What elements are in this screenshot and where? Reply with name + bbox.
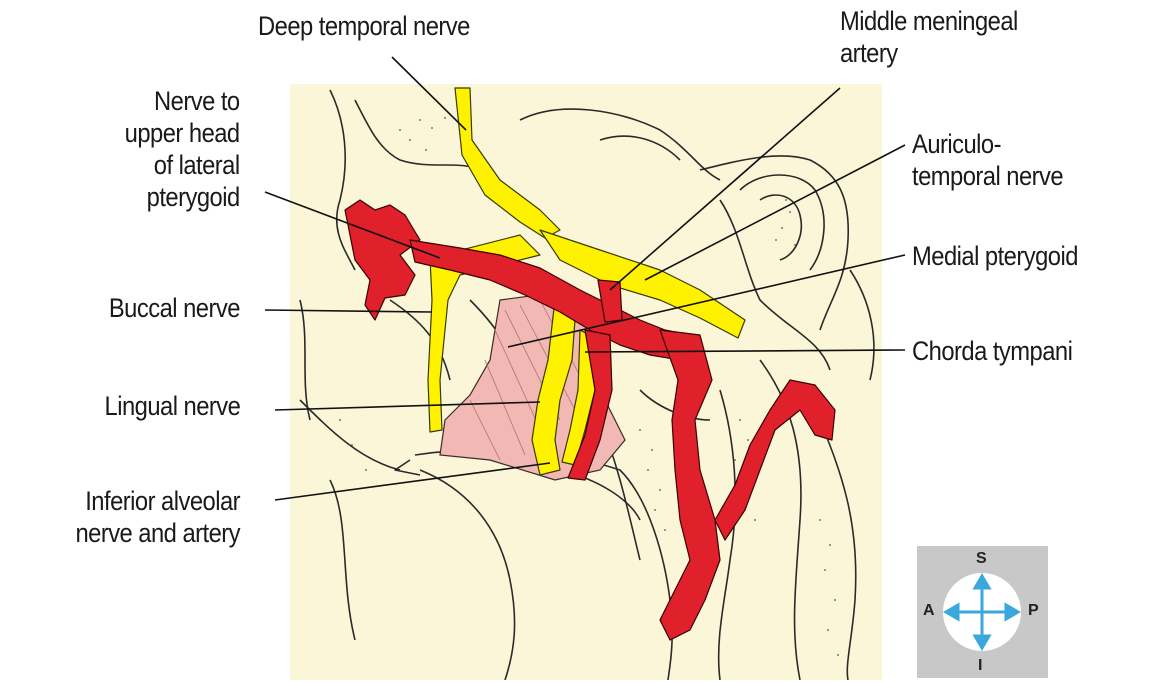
compass-inferior: I [978, 657, 982, 675]
label-inferior-alveolar-nerve-artery: Inferior alveolar nerve and artery [75, 485, 240, 549]
label-deep-temporal-nerve: Deep temporal nerve [258, 10, 470, 42]
label-middle-meningeal-artery: Middle meningeal artery [840, 5, 1018, 69]
label-lingual-nerve: Lingual nerve [104, 390, 240, 422]
compass-posterior: P [1028, 602, 1039, 620]
label-medial-pterygoid: Medial pterygoid [912, 240, 1078, 272]
label-chorda-tympani: Chorda tympani [912, 335, 1072, 367]
label-buccal-nerve: Buccal nerve [109, 292, 240, 324]
label-nerve-upper-head-lateral-pterygoid: Nerve to upper head of lateral pterygoid [125, 85, 240, 213]
compass-superior: S [976, 550, 987, 568]
compass-anterior: A [923, 602, 935, 620]
label-auriculotemporal-nerve: Auriculo- temporal nerve [912, 128, 1063, 192]
orientation-compass: S I A P [917, 546, 1048, 678]
